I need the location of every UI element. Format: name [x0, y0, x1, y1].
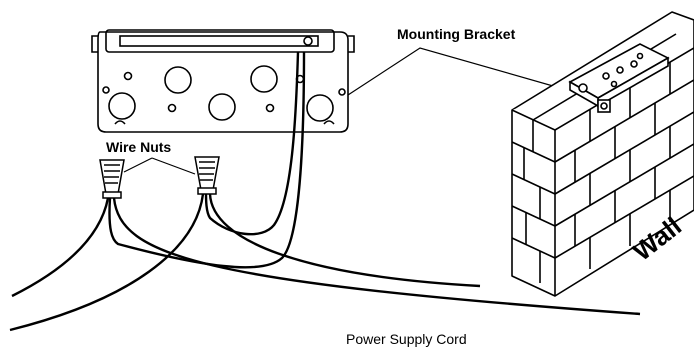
- wire-nuts-label: Wire Nuts: [106, 139, 171, 155]
- fixture-wires: [108, 51, 306, 269]
- wire-nuts-pointer: [123, 157, 196, 175]
- plate-hole: [306, 94, 334, 122]
- plate-hole: [108, 92, 136, 120]
- power-supply-cord: [9, 193, 641, 332]
- plate-hole: [164, 66, 192, 94]
- mounting-bracket-pointer: [347, 47, 575, 96]
- mounting-bracket-label: Mounting Bracket: [397, 26, 516, 42]
- mounting-plate: [91, 29, 355, 133]
- plate-hole: [208, 93, 236, 121]
- brick-wall: [511, 11, 694, 297]
- wall-bracket: [568, 43, 670, 113]
- wire-nut-right: [194, 156, 220, 195]
- power-supply-cord-label: Power Supply Cord: [346, 331, 467, 347]
- plate-hole: [250, 65, 278, 93]
- wire-nut-left: [99, 159, 125, 199]
- fixture-bar: [105, 29, 335, 53]
